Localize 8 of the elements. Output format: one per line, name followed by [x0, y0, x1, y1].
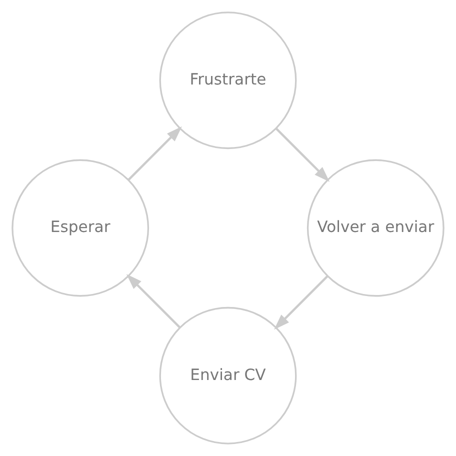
node-circle: Enviar CV [159, 306, 297, 444]
arrow [274, 276, 328, 330]
arrow [276, 128, 330, 182]
arrow [128, 126, 182, 180]
node-circle: Esperar [12, 159, 150, 297]
node-circle: Volver a enviar [306, 159, 444, 297]
node-circle: Frustrarte [159, 12, 297, 150]
arrow [126, 274, 180, 328]
